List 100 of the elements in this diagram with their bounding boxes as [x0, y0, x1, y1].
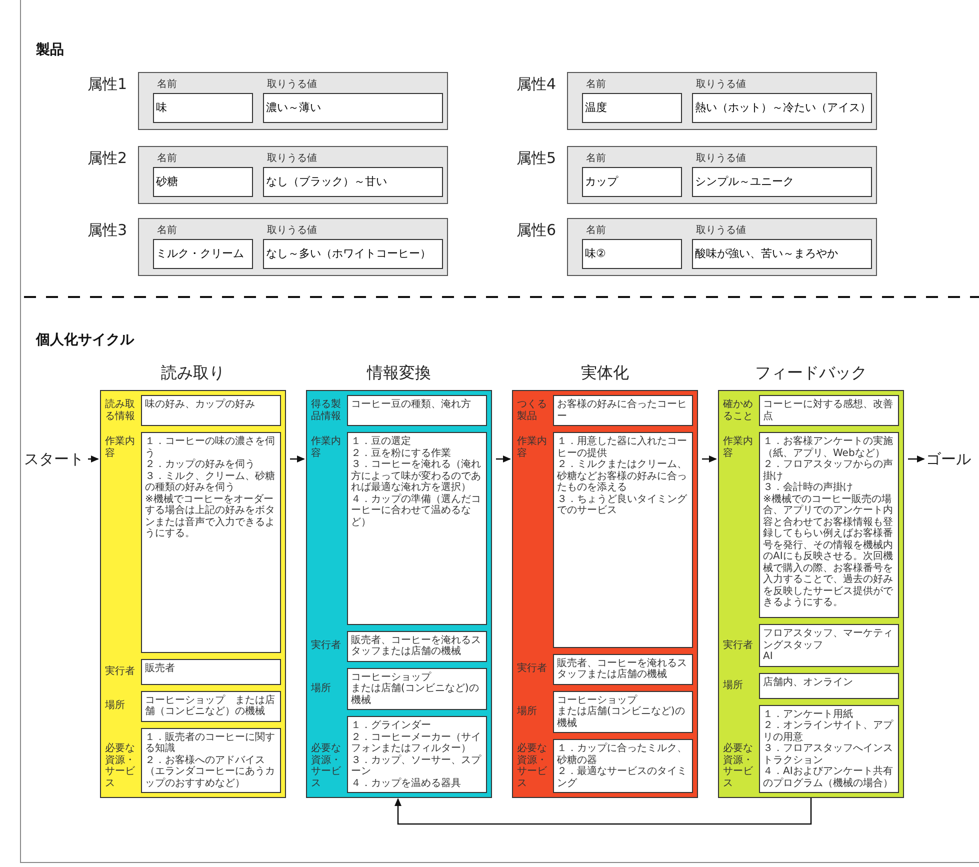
content-text: ４．カップの準備（選んだコーヒーに合わせて温めるなど） — [351, 494, 482, 528]
content-box — [553, 690, 693, 733]
content-text: １．販売者のコーヒーに関する知識 — [145, 732, 276, 754]
field-text: 味 — [156, 100, 167, 116]
field-text: シンプル～ユニーク — [695, 174, 794, 190]
content-text: １．お客様アンケートの実施（紙、アプリ、Webなど） — [763, 436, 894, 458]
content-box — [347, 630, 487, 662]
section-heading: 個人化サイクル — [36, 331, 134, 350]
row-label: 場所 — [105, 700, 126, 712]
content-box — [141, 728, 281, 793]
content-text: ※機械でのコーヒー販売の場合、アプリでのアンケート内容と合わせてお客様情報も登録してもらい例えばお客様番号を発行、その情報を機械内のAIにも反映させる。次回機械で購入の際、お客様番号を入力することで、過去の好みを反映したサービス提供ができるようにする。 — [763, 494, 894, 608]
content-text: 味の好み、カップの好み — [145, 399, 256, 410]
row-label: 必要な資源・サービス — [517, 743, 548, 789]
stage-title: フィードバック — [754, 362, 868, 384]
content-text: コーヒーショップ — [351, 672, 432, 682]
attribute-title: 属性2 — [87, 148, 127, 169]
row-label: 必要な資源・サービス — [723, 743, 754, 789]
attribute-title: 属性3 — [87, 220, 127, 241]
row-label: 実行者 — [105, 666, 136, 678]
content-text: コーヒー豆の種類、淹れ方 — [351, 399, 472, 410]
stage-title: 読み取り — [160, 362, 226, 384]
row-label: 必要な資源・サービス — [105, 743, 136, 789]
content-box — [347, 716, 487, 793]
content-box — [141, 658, 281, 684]
content-text: お客様の好みに合ったコーヒー — [557, 399, 688, 422]
content-box — [141, 395, 281, 426]
attribute-title: 属性4 — [516, 74, 556, 95]
content-text: ３．フロアスタッフへインストラクション — [763, 743, 894, 766]
value-field — [582, 167, 682, 197]
field-text: 濃い～薄い — [266, 100, 321, 116]
content-text: ３．コーヒーを淹れる（淹れ方によって味が変わるのであれば最適な淹れ方を選択） — [351, 459, 482, 494]
attribute-title: 属性6 — [516, 220, 556, 241]
terminal-label: ゴール — [926, 448, 971, 470]
value-field — [153, 93, 253, 123]
content-text: ３．ミルク、クリーム、砂糖の種類の好みを伺う — [145, 470, 276, 494]
content-text: １．豆の選定 — [351, 436, 412, 448]
content-text: コーヒーに対する感想、改善点 — [763, 399, 894, 422]
value-field — [263, 93, 443, 123]
field-text: なし（ブラック）～甘い — [266, 174, 387, 190]
field-caption: 取りうる値 — [696, 153, 746, 165]
stage-title: 実体化 — [580, 362, 630, 384]
row-label: 得る製品情報 — [311, 399, 342, 422]
content-text: 販売者 — [145, 662, 176, 674]
field-caption: 取りうる値 — [267, 79, 317, 91]
value-field — [263, 239, 443, 269]
field-caption: 名前 — [586, 225, 606, 237]
arrow — [394, 798, 812, 825]
attribute-title: 属性5 — [516, 148, 556, 169]
content-text: ２．カップの好みを伺う — [145, 459, 255, 470]
value-field — [263, 167, 443, 197]
arrow — [496, 456, 511, 462]
arrow — [908, 456, 925, 462]
row-label: 作業内容 — [723, 436, 754, 459]
arrow — [88, 456, 99, 462]
row-label: 実行者 — [517, 663, 548, 675]
row-label: 場所 — [517, 706, 538, 718]
row-label: 読み取る情報 — [105, 399, 136, 422]
content-text: ３．会計時の声掛け — [763, 482, 854, 494]
content-text: ２．お客様へのアドバイス（エランダコーヒーにあうカップのおすすめなど） — [145, 754, 276, 789]
row-label: 実行者 — [311, 640, 342, 652]
content-text: 販売者、コーヒーを淹れるスタッフまたは店舗の機械 — [351, 634, 482, 658]
content-text: または店舗(コンビニなど)の機械 — [351, 683, 480, 706]
content-text: フロアスタッフ、マーケティングスタッフ — [763, 628, 894, 651]
content-text: ２．豆を粉にする作業 — [351, 448, 452, 459]
value-field — [153, 167, 253, 197]
content-text: ２．コーヒーメーカー（サイフォンまたはフィルター） — [351, 732, 482, 754]
content-box — [347, 432, 487, 624]
content-text: ２．フロアスタッフからの声掛け — [763, 459, 894, 482]
field-caption: 名前 — [157, 225, 177, 237]
content-text: または店舗(コンビニなど)の機械 — [557, 706, 686, 729]
field-text: 酸味が強い、苦い～まろやか — [695, 246, 838, 262]
content-box — [759, 704, 899, 793]
arrow — [702, 456, 717, 462]
field-text: 温度 — [585, 100, 607, 116]
arrow — [290, 456, 305, 462]
content-text: ３．ちょうど良いタイミングでのサービス — [557, 494, 688, 516]
row-label: 作業内容 — [517, 436, 548, 459]
attribute-title: 属性1 — [87, 74, 127, 95]
value-field — [692, 239, 872, 269]
content-text: １．コーヒーの味の濃さを伺う — [145, 436, 276, 458]
content-box — [553, 395, 693, 426]
content-text: ２．オンラインサイト、アプリの用意 — [763, 720, 894, 743]
content-text: ４．カップを温める器具 — [351, 778, 462, 789]
field-text: なし～多い（ホワイトコーヒー） — [266, 246, 431, 262]
content-text: １．カップに合ったミルク、砂糖の器 — [557, 743, 688, 766]
content-text: AI — [763, 651, 774, 662]
content-box — [759, 672, 899, 698]
field-caption: 名前 — [586, 79, 606, 91]
content-text: 販売者、コーヒーを淹れるスタッフまたは店舗の機械 — [557, 658, 688, 680]
value-field — [582, 93, 682, 123]
stage-title: 情報変換 — [366, 362, 432, 384]
value-field — [692, 167, 872, 197]
content-text: ※機械でコーヒーをオーダーする場合は上記の好みをボタンまたは音声で入力できるようにする。 — [145, 494, 276, 540]
field-caption: 取りうる値 — [267, 225, 317, 237]
field-text: ミルク・クリーム — [156, 246, 244, 262]
content-box — [141, 690, 281, 722]
content-text: １．アンケート用紙 — [763, 708, 854, 720]
content-box — [553, 654, 693, 684]
row-label: つくる製品 — [517, 399, 548, 422]
terminal-label: スタート — [24, 448, 84, 470]
